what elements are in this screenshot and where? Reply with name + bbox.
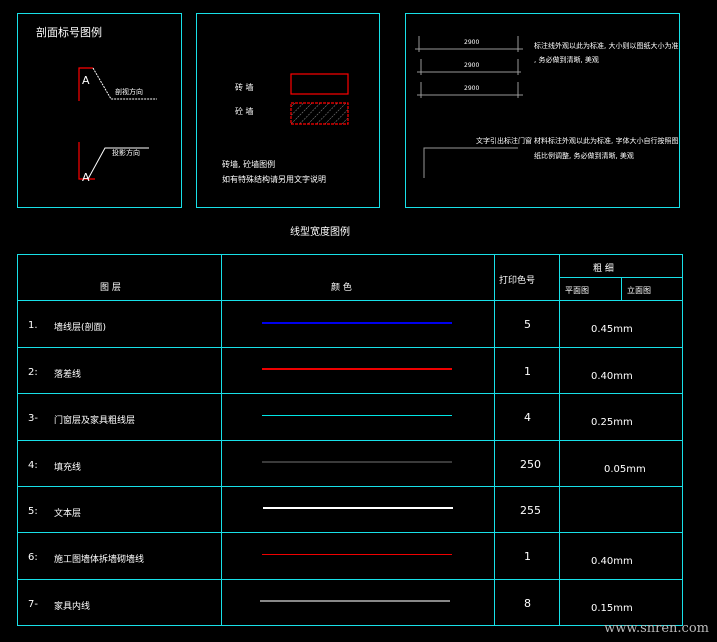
table-row-divider: [17, 393, 683, 394]
wall-legend-panel: 砖 墙 砼 墙 砖墙, 砼墙图例 如有特殊结构请另用文字说明: [196, 13, 380, 208]
dimension-lines-drawing: [415, 36, 523, 178]
concrete-wall-label: 砼 墙: [235, 107, 254, 116]
row-index: 1.: [28, 320, 38, 331]
table-title: 线型宽度图例: [290, 227, 350, 238]
table-border: [17, 625, 683, 626]
row-layer-name: 落差线: [54, 370, 82, 380]
leader-label: 文字引出标注门窗: [476, 137, 532, 145]
table-row-divider: [17, 579, 683, 580]
row-print-color: 5: [524, 318, 531, 331]
row-index: 5:: [28, 506, 38, 517]
watermark: www.snren.com: [604, 621, 709, 636]
material-note-line-2: 纸比例调整, 务必做到清晰, 美观: [534, 152, 634, 160]
wall-note-line-1: 砖墙, 砼墙图例: [222, 160, 276, 169]
row-plan-width: 0.45mm: [591, 324, 633, 335]
row-index: 7-: [28, 599, 38, 610]
table-row-divider: [17, 300, 683, 301]
header-elevation: 立面图: [627, 286, 651, 295]
row-color-line: [262, 553, 452, 555]
dim-note-line-1: 标注线外观以此为标准, 大小则以图纸大小为准: [534, 42, 679, 50]
row-layer-name: 墙线层(剖面): [54, 323, 107, 333]
table-divider: [221, 254, 222, 625]
row-color-line: [262, 414, 452, 416]
row-layer-name: 文本层: [54, 509, 82, 519]
header-color: 颜 色: [331, 283, 352, 293]
row-plan-width: 0.40mm: [591, 556, 633, 567]
row-print-color: 1: [524, 550, 531, 563]
brick-wall-swatch: [290, 73, 349, 95]
table-row-divider: [17, 532, 683, 533]
row-print-color: 8: [524, 597, 531, 610]
section-legend-title: 剖面标号图例: [36, 26, 102, 39]
table-border: [17, 254, 683, 255]
header-layer: 图 层: [100, 283, 121, 293]
dimension-legend-panel: 2900 2900 2900 标注线外观以此为标准, 大小则以图纸大小为准 , …: [405, 13, 680, 208]
row-plan-width: 0.15mm: [591, 603, 633, 614]
table-divider: [559, 254, 560, 625]
dim-value-2: 2900: [464, 62, 480, 69]
table-divider: [621, 277, 622, 300]
row-layer-name: 家具内线: [54, 602, 91, 612]
direction-label-2: 投影方向: [112, 149, 140, 157]
header-thickness: 粗 细: [593, 264, 614, 274]
direction-label-1: 剖视方向: [115, 88, 143, 96]
row-print-color: 255: [520, 504, 541, 517]
row-layer-name: 施工图墙体拆墙砌墙线: [54, 555, 145, 565]
section-legend-panel: 剖面标号图例 A A 剖视方向 投影方向: [17, 13, 182, 208]
row-index: 3-: [28, 413, 38, 424]
row-color-line: [263, 507, 453, 509]
table-divider: [17, 254, 18, 625]
table-divider: [494, 254, 495, 625]
dim-value-1: 2900: [464, 39, 480, 46]
table-divider: [682, 254, 683, 625]
wall-note-line-2: 如有特殊结构请另用文字说明: [222, 175, 326, 184]
row-index: 6:: [28, 552, 38, 563]
dim-note-line-2: , 务必做到清晰, 美观: [534, 56, 599, 64]
row-print-color: 1: [524, 365, 531, 378]
row-layer-name: 填充线: [54, 463, 82, 473]
row-plan-width: 0.05mm: [604, 464, 646, 475]
header-print-color: 打印色号: [499, 276, 536, 286]
header-plan: 平面图: [565, 286, 589, 295]
table-row-divider: [17, 347, 683, 348]
row-color-line: [262, 368, 452, 370]
marker-letter-top: A: [82, 74, 90, 87]
concrete-wall-swatch: [290, 102, 349, 125]
table-row-divider: [17, 440, 683, 441]
row-color-line: [260, 600, 450, 602]
row-plan-width: 0.25mm: [591, 417, 633, 428]
row-print-color: 4: [524, 411, 531, 424]
dim-value-3: 2900: [464, 85, 480, 92]
brick-wall-label: 砖 墙: [235, 83, 254, 92]
material-note-line-1: 材料标注外观以此为标准, 字体大小自行按照图: [534, 137, 679, 145]
row-index: 2:: [28, 367, 38, 378]
row-print-color: 250: [520, 458, 541, 471]
row-plan-width: 0.40mm: [591, 371, 633, 382]
table-row-divider: [17, 486, 683, 487]
row-layer-name: 门窗层及家具粗线层: [54, 416, 136, 426]
row-color-line: [262, 321, 452, 324]
row-index: 4:: [28, 460, 38, 471]
section-marker-drawing: [78, 67, 157, 180]
marker-letter-bottom: A: [82, 171, 90, 184]
row-color-line: [262, 461, 452, 463]
wall-swatches: [290, 73, 349, 125]
